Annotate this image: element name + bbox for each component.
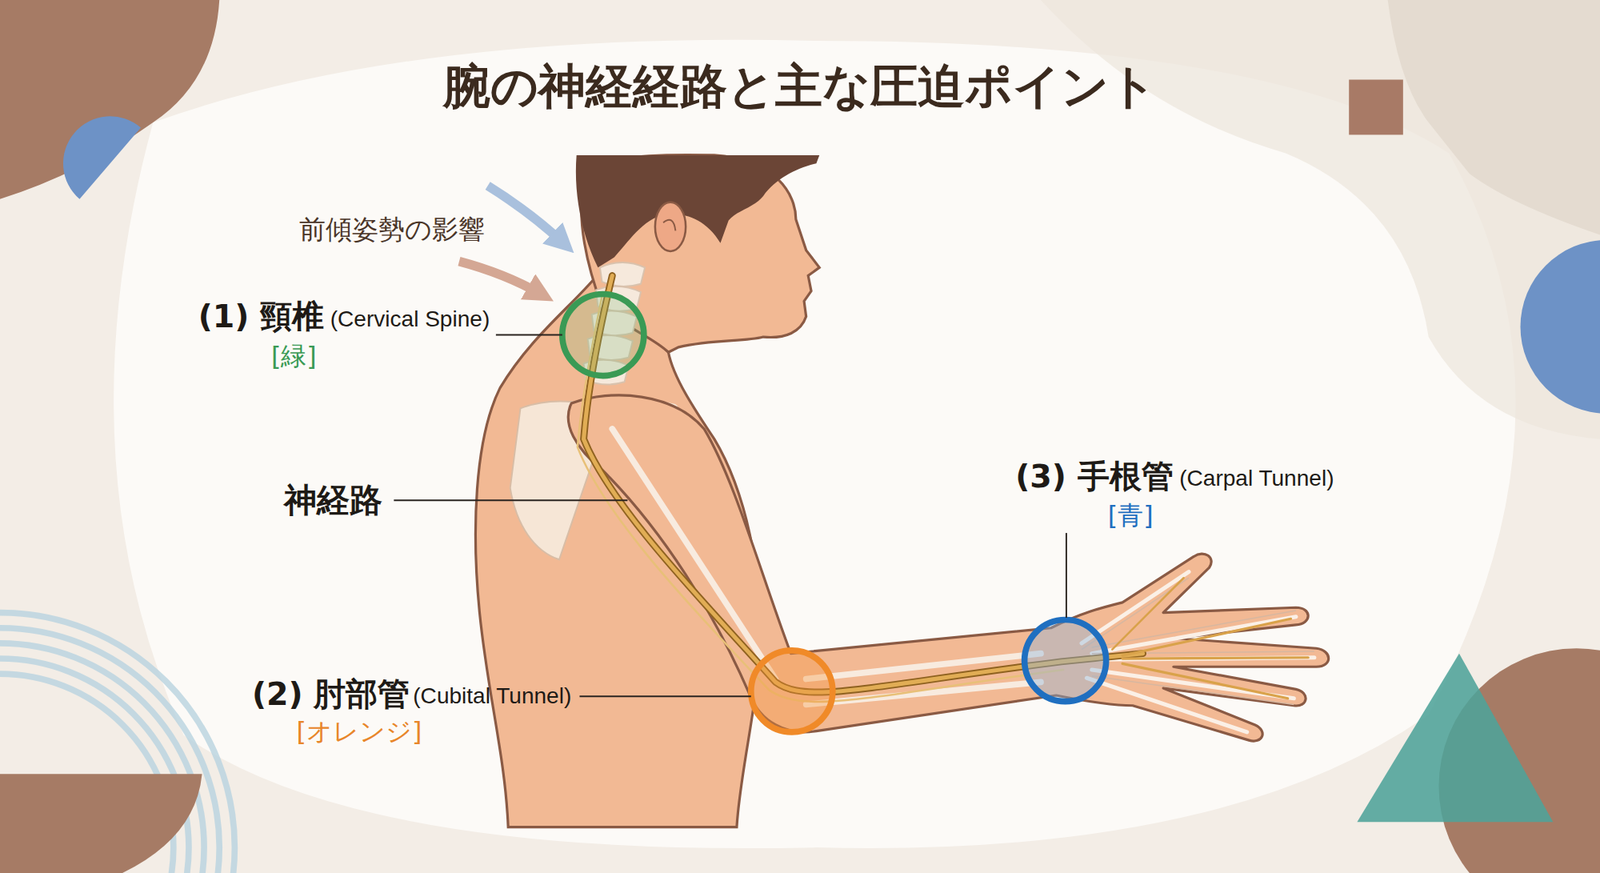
color-tag: [青]	[1108, 500, 1154, 531]
english-term: (Cervical Spine)	[330, 306, 491, 332]
cervical-marker	[562, 293, 644, 376]
posture-note: 前傾姿勢の影響	[299, 214, 485, 245]
decor-shape	[0, 0, 220, 200]
callout-label: (1) 頸椎	[198, 298, 324, 335]
color-tag: [緑]	[271, 341, 317, 372]
posture-arrow	[488, 185, 564, 243]
hand-bone-outlines	[1081, 577, 1315, 704]
part-label: 神経路	[284, 481, 383, 520]
english-term: (Cubital Tunnel)	[412, 683, 572, 709]
diagram-title: 腕の神経経路と主な圧迫ポイント	[443, 60, 1157, 114]
callout-label: (3) 手根管	[1015, 458, 1173, 495]
ear	[655, 202, 686, 252]
leader-lines	[393, 335, 1067, 697]
decor-shape	[0, 773, 203, 873]
decor-triangle	[1356, 653, 1553, 823]
english-term: (Carpal Tunnel)	[1179, 465, 1334, 492]
hair	[576, 155, 820, 268]
decor-square	[1348, 80, 1404, 136]
decor-shape	[1388, 0, 1600, 235]
decor-circle	[1520, 240, 1600, 414]
decor-arcs	[0, 612, 235, 873]
carpal-marker	[1024, 620, 1107, 702]
posture-arrow	[459, 261, 541, 295]
arm	[568, 395, 1328, 741]
decor-shape	[63, 116, 141, 199]
callout-label: (2) 肘部管	[252, 676, 410, 712]
cubital-marker	[751, 650, 833, 732]
ear-detail	[663, 220, 676, 232]
color-tag: [オレンジ]	[296, 716, 423, 747]
hand-bones	[1081, 572, 1315, 732]
